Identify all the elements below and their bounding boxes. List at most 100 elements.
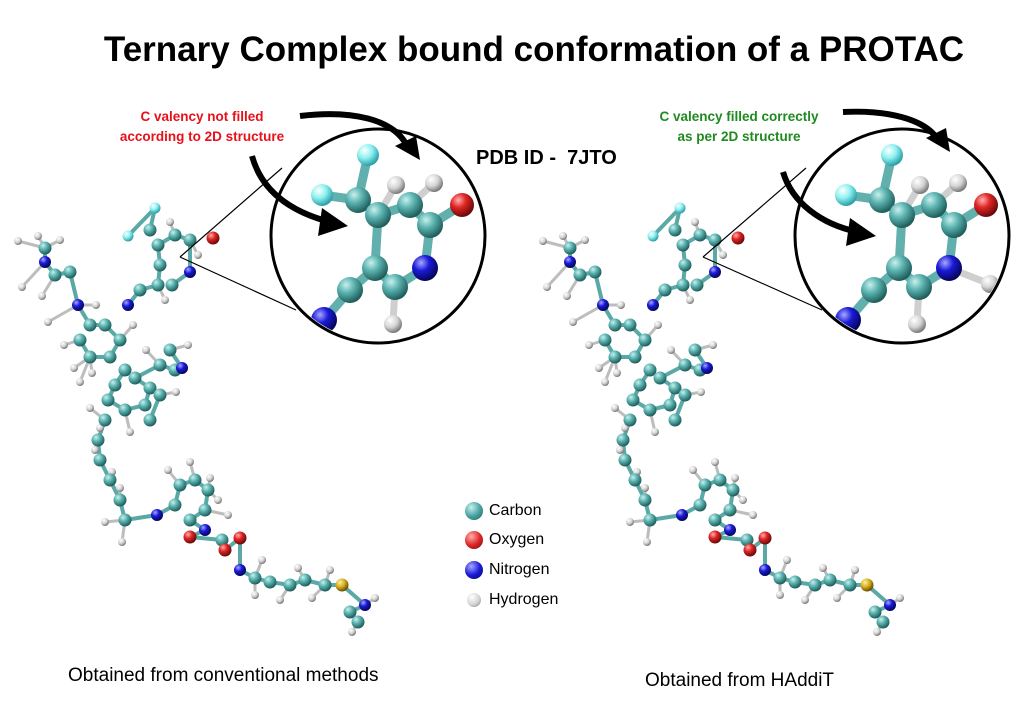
arrow-left-top-head (395, 136, 420, 160)
fluorine-atom (149, 202, 161, 214)
carbon-atom (283, 578, 297, 592)
hydrogen-atom (911, 176, 929, 194)
nitrogen-atom (564, 256, 576, 268)
carbon-atom (263, 575, 277, 589)
legend-carbon-label: Carbon (489, 502, 542, 519)
hydrogen-atom (581, 236, 589, 244)
arrow-right-bottom (780, 171, 859, 235)
carbon-atom (365, 202, 391, 228)
carbon-atom (318, 578, 332, 592)
hydrogen-atom (184, 341, 192, 349)
carbon-atom (788, 575, 802, 589)
note-right-line1: C valency filled correctly (659, 109, 819, 124)
arrow-left-bottom (249, 155, 331, 225)
carbon-atom (906, 274, 932, 300)
carbon-atom (708, 233, 722, 247)
note-left: C valency not filled according to 2D str… (96, 107, 308, 147)
oxygen-atom (183, 530, 197, 544)
hydrogen-atom (851, 566, 859, 574)
carbon-atom (626, 393, 640, 407)
carbon-atom (63, 265, 77, 279)
carbon-atom (38, 241, 52, 255)
hydrogen-atom (92, 301, 100, 309)
carbon-atom (188, 473, 202, 487)
carbon-atom (618, 453, 632, 467)
hydrogen-atom (294, 564, 302, 572)
carbon-atom (623, 318, 637, 332)
carbon-atom (688, 343, 702, 357)
sulfur-atom (860, 578, 874, 592)
carbon-atom (103, 350, 117, 364)
carbon-atom (616, 433, 630, 447)
carbon-atom (588, 265, 602, 279)
hydrogen-atom (651, 428, 659, 436)
hydrogen-atom (371, 594, 379, 602)
carbon-atom (623, 413, 637, 427)
carbon-atom (643, 363, 657, 377)
oxygen-atom (233, 531, 247, 545)
hydrogen-atom (749, 511, 757, 519)
carbon-atom (608, 350, 622, 364)
hydrogen-atom (569, 318, 577, 326)
hydrogen-atom (91, 446, 99, 454)
carbon-atom (628, 350, 642, 364)
note-right: C valency filled correctly as per 2D str… (632, 107, 846, 147)
legend-oxygen: Oxygen (465, 529, 544, 551)
carbon-atom (668, 381, 682, 395)
carbon-atom (678, 388, 692, 402)
carbon-atom (638, 493, 652, 507)
hydrogen-atom (783, 556, 791, 564)
left-molecule-structure (14, 202, 379, 636)
oxygen-atom (743, 543, 757, 557)
carbon-atom (886, 255, 912, 281)
nitrogen-atom (676, 509, 688, 521)
hydrogen-atom (949, 174, 967, 192)
carbon-atom (103, 473, 117, 487)
carbon-atom (693, 228, 707, 242)
nitrogen-atom (724, 524, 736, 536)
zoom-line-right-bottom (702, 256, 823, 311)
hydrogen-atom (172, 388, 180, 396)
hydrogen-atom (697, 388, 705, 396)
hydrogen-atom (34, 232, 42, 240)
caption-left: Obtained from conventional methods (68, 665, 379, 686)
hydrogen-atom (38, 292, 46, 300)
arrow-left-top (299, 111, 411, 150)
hydrogen-atom (585, 341, 593, 349)
nitrogen-atom (359, 599, 371, 611)
carbon-atom (868, 605, 882, 619)
pdb-id-label: PDB ID - 7JTO (476, 147, 617, 169)
carbon-atom (48, 268, 62, 282)
bond (126, 206, 157, 238)
hydrogen-atom (595, 364, 603, 372)
carbon-atom (723, 503, 737, 517)
hydrogen-atom (101, 518, 109, 526)
hydrogen-atom (276, 596, 284, 604)
hydrogen-atom (56, 236, 64, 244)
carbon-atom (740, 533, 754, 547)
carbon-atom (198, 503, 212, 517)
hydrogen-atom (641, 484, 649, 492)
carbon-atom (91, 433, 105, 447)
hydrogen-atom (908, 315, 926, 333)
hydrogen-atom (251, 591, 259, 599)
carbon-atom (362, 255, 388, 281)
nitrogen-atom (234, 564, 246, 576)
fluorine-atom (311, 184, 333, 206)
carbon-atom (823, 573, 837, 587)
oxygen-atom (974, 193, 998, 217)
hydrogen-atom (348, 628, 356, 636)
right-molecule-structure (539, 202, 904, 636)
note-right-line2: as per 2D structure (677, 129, 801, 144)
carbon-atom (843, 578, 857, 592)
figure-title: Ternary Complex bound conformation of a … (103, 30, 965, 69)
fluorine-atom (881, 144, 903, 166)
bond (651, 206, 682, 238)
hydrogen-atom (617, 301, 625, 309)
carbon-atom (118, 363, 132, 377)
legend-carbon: Carbon (465, 500, 541, 522)
zoom-line-left-bottom (179, 256, 297, 311)
nitrogen-atom (184, 266, 196, 278)
carbon-atom (151, 238, 165, 252)
